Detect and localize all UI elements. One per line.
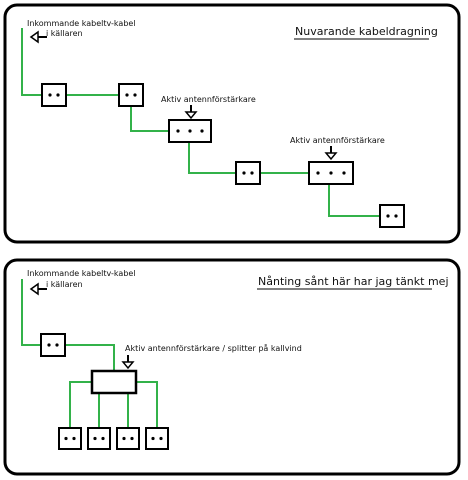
wall-outlet [58,427,82,450]
incoming-cable-label: Inkommande kabeltv-kabel [27,269,136,278]
panel-title: Nånting sånt här har jag tänkt mej [258,275,449,288]
wall-outlet [145,427,169,450]
wall-outlet [40,333,66,357]
cable-lines [21,279,158,428]
arrow-down-icon [324,146,338,161]
arrow-left-icon [29,282,47,296]
incoming-cable-label: Inkommande kabeltv-kabel [27,19,136,28]
arrow-down-icon [184,105,198,120]
amplifier-box [168,119,212,143]
panel-title: Nuvarande kabeldragning [295,25,438,38]
arrow-left-icon [29,30,47,44]
wall-outlet [41,83,67,107]
wall-outlet [118,83,144,107]
incoming-cable-location: i källaren [46,29,83,38]
arrow-down-icon [121,355,135,370]
amplifier-label: Aktiv antennförstärkare / splitter på ka… [125,343,302,353]
amplifier-box [308,161,354,185]
incoming-cable-location: i källaren [46,280,83,289]
panel-planned-cabling: Nånting sånt här har jag tänkt mej Inkom… [3,258,461,476]
wall-outlet [116,427,140,450]
panel-current-cabling: Nuvarande kabeldragning Inkommande kabel… [3,3,461,244]
cable-lines [21,28,380,217]
wall-outlet [379,204,405,228]
panel-frame [3,258,461,476]
wall-outlet [87,427,111,450]
splitter-box [90,369,138,395]
wall-outlet [235,161,261,185]
amplifier-label: Aktiv antennförstärkare [290,136,385,145]
amplifier-label: Aktiv antennförstärkare [161,95,256,104]
